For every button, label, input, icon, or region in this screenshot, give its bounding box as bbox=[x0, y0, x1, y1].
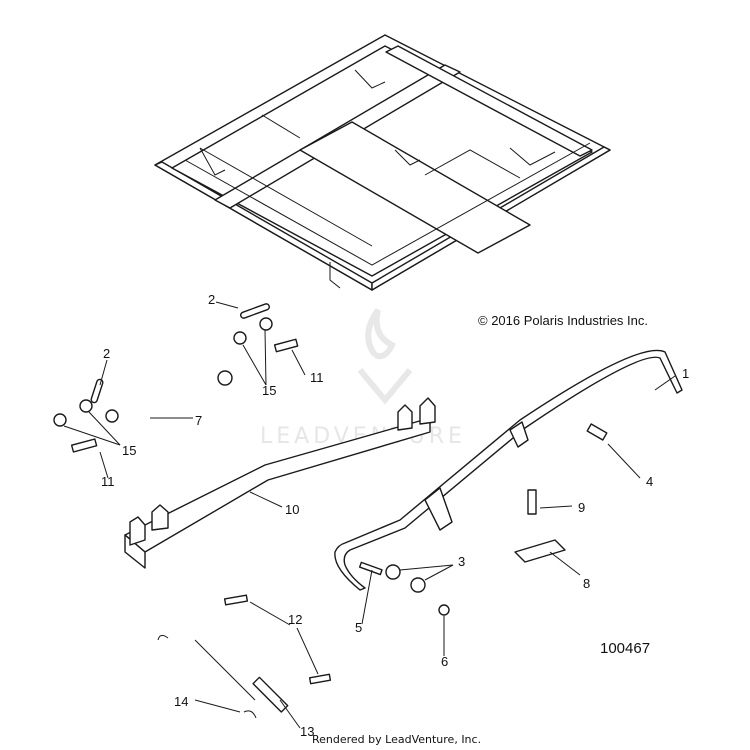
gas-strut-13 bbox=[194, 639, 289, 713]
callout-2-left: 2 bbox=[103, 346, 110, 361]
bracket-bar bbox=[124, 397, 436, 569]
cargo-box-frame bbox=[154, 34, 611, 291]
callout-1: 1 bbox=[682, 366, 689, 381]
plate-8 bbox=[514, 539, 566, 563]
leader-lines bbox=[63, 301, 676, 729]
diagram-number: 100467 bbox=[600, 640, 651, 657]
callout-8: 8 bbox=[583, 576, 590, 591]
nut-6 bbox=[438, 604, 450, 616]
callout-11-upper: 11 bbox=[310, 370, 324, 385]
callout-3: 3 bbox=[458, 554, 465, 569]
callout-10: 10 bbox=[285, 502, 299, 517]
pin-2-upper bbox=[240, 303, 270, 319]
callout-9: 9 bbox=[578, 500, 585, 515]
callout-7: 7 bbox=[195, 413, 202, 428]
rendered-by-credit: Rendered by LeadVenture, Inc. bbox=[312, 733, 482, 746]
spring-4 bbox=[586, 423, 608, 441]
callout-12: 12 bbox=[288, 612, 302, 627]
callout-15-upper: 15 bbox=[262, 383, 276, 398]
callout-15-left: 15 bbox=[122, 443, 136, 458]
release-rod bbox=[334, 349, 683, 591]
pin-2-left bbox=[90, 378, 104, 404]
pin-5 bbox=[358, 561, 383, 576]
callout-2-upper: 2 bbox=[208, 292, 215, 307]
callout-13: 13 bbox=[300, 724, 314, 739]
watermark-logo bbox=[357, 308, 413, 405]
callout-11-left: 11 bbox=[101, 474, 115, 489]
callout-5: 5 bbox=[355, 620, 362, 635]
bushing-15-left bbox=[53, 399, 93, 427]
bolt-11-left bbox=[70, 438, 98, 453]
clip-14 bbox=[157, 634, 257, 719]
rivet-9 bbox=[527, 489, 537, 515]
callout-14: 14 bbox=[174, 694, 188, 709]
bushing-15-upper bbox=[233, 317, 273, 345]
callout-6: 6 bbox=[441, 654, 448, 669]
pin-12 bbox=[223, 594, 332, 685]
clip-3 bbox=[385, 564, 426, 593]
nut-7 bbox=[105, 370, 233, 423]
bolt-11-upper bbox=[273, 338, 299, 353]
copyright-notice: © 2016 Polaris Industries Inc. bbox=[478, 313, 648, 328]
callout-4: 4 bbox=[646, 474, 653, 489]
